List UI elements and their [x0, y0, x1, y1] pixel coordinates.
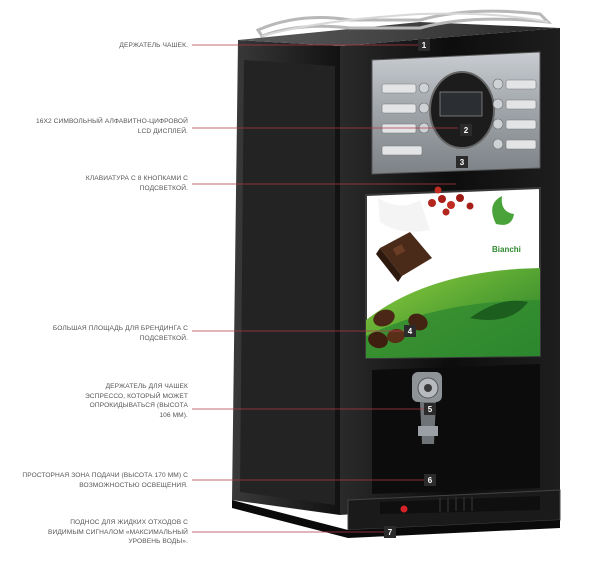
callout-text: 16Х2 СИМВОЛЬНЫЙ АЛФАВИТНО-ЦИФРОВОЙ	[35, 118, 188, 125]
brand-name: Bianchi	[492, 245, 521, 254]
machine-top	[238, 22, 560, 46]
callout-text: LCD ДИСПЛЕЙ.	[137, 127, 188, 135]
callout-badge-2	[460, 124, 472, 136]
callout-number-2: 2	[464, 126, 469, 135]
callout-text: ОПРОКИДЫВАТЬСЯ (высота	[89, 402, 188, 410]
callout-text: ДЕРЖАТЕЛЬ ЧАШЕК.	[119, 42, 188, 49]
callout-number-5: 5	[428, 405, 433, 414]
callout-text: ЭСПРЕССО, КОТОРЫЙ МОЖЕТ	[84, 392, 188, 400]
callout-text: УРОВЕНЬ ВОДЫ».	[128, 538, 188, 546]
callout-number-4: 4	[408, 327, 413, 336]
callout-text: БОЛЬШАЯ ПЛОЩАДЬ ДЛЯ БРЕНДИНГА С	[52, 325, 188, 332]
water-level-indicator	[400, 505, 408, 513]
callout-label-1: ДЕРЖАТЕЛЬ ЧАШЕК.	[0, 41, 188, 51]
callout-text: ВОЗМОЖНОСТЬЮ ОСВЕЩЕНИЯ.	[79, 481, 188, 489]
callout-text: ПРОСТОРНАЯ ЗОНА ПОДАЧИ (высота 170 мм) С	[22, 472, 188, 479]
bianchi-logo: Bianchi	[492, 196, 521, 254]
callout-text: ПОДСВЕТКОЙ.	[139, 334, 188, 342]
coffee-beans-graphic	[368, 309, 428, 349]
callout-label-7: ПОДНОС ДЛЯ ЖИДКИХ ОТХОДОВ С ВИДИМЫМ СИГН…	[0, 518, 188, 547]
callout-text: КЛАВИАТУРА С 8 КНОПКАМИ С	[85, 175, 188, 182]
callout-number-6: 6	[428, 476, 433, 485]
callout-text: ДЕРЖАТЕЛЬ ДЛЯ ЧАШЕК	[105, 383, 188, 390]
callout-label-4: БОЛЬШАЯ ПЛОЩАДЬ ДЛЯ БРЕНДИНГА С ПОДСВЕТК…	[0, 324, 188, 343]
keypad-buttons-right	[492, 78, 537, 150]
callout-badge-3	[456, 156, 468, 168]
callout-label-5: ДЕРЖАТЕЛЬ ДЛЯ ЧАШЕК ЭСПРЕССО, КОТОРЫЙ МО…	[0, 382, 188, 420]
callout-number-1: 1	[422, 41, 427, 50]
callout-badge-1	[418, 39, 430, 51]
callout-label-3: КЛАВИАТУРА С 8 КНОПКАМИ С ПОДСВЕТКОЙ.	[0, 174, 188, 193]
callout-number-3: 3	[460, 158, 465, 167]
callout-badge-4	[404, 325, 416, 337]
callout-label-2: 16Х2 СИМВОЛЬНЫЙ АЛФАВИТНО-ЦИФРОВОЙ LCD Д…	[0, 117, 188, 136]
keypad-buttons-left	[381, 82, 430, 156]
callout-text: ПОДСВЕТКОЙ.	[139, 184, 188, 192]
callout-badge-6	[424, 474, 436, 486]
callout-badge-7	[384, 526, 396, 538]
chocolate-graphic	[376, 198, 432, 282]
callout-text: ВИДИМЫМ СИГНАЛОМ «МАКСИМАЛЬНЫЙ	[47, 528, 188, 536]
callout-text: 106 мм).	[159, 411, 188, 419]
drip-tray-grid	[439, 497, 473, 512]
callout-label-6: ПРОСТОРНАЯ ЗОНА ПОДАЧИ (высота 170 мм) С…	[0, 471, 188, 490]
coffee-cherries-graphic	[428, 186, 474, 216]
callout-number-7: 7	[388, 528, 393, 537]
callout-badge-5	[424, 403, 436, 415]
callout-text: ПОДНОС ДЛЯ ЖИДКИХ ОТХОДОВ С	[70, 519, 188, 526]
